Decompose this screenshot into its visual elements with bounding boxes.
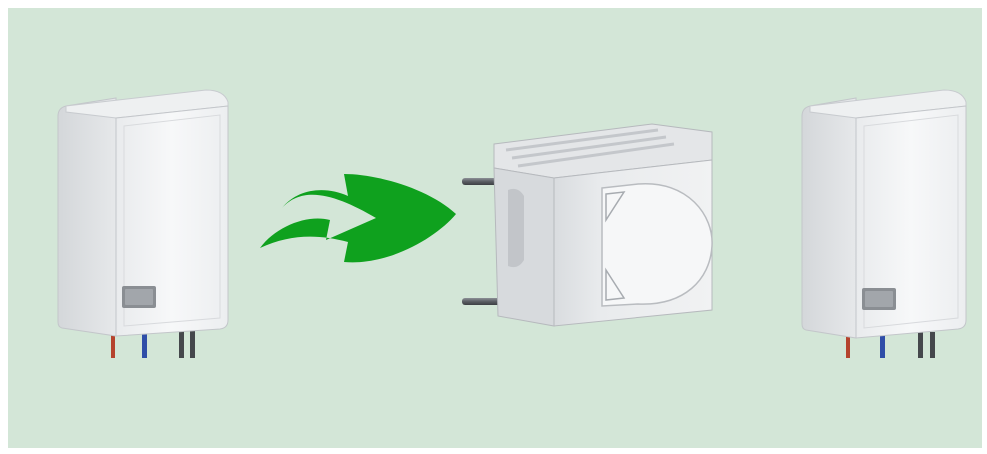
cold-pipe: [880, 332, 885, 358]
grey-pipe: [190, 328, 195, 358]
cold-pipe: [142, 328, 147, 358]
illustration-panel: [8, 8, 982, 448]
wall-water-heater-right: [801, 89, 967, 358]
grey-pipe: [179, 328, 184, 358]
heat-pump-illustration: [8, 8, 982, 448]
wall-water-heater-left: [57, 89, 229, 358]
green-leaf-arrow-icon: [260, 174, 456, 263]
hot-pipe: [846, 332, 850, 358]
hot-pipe: [111, 328, 115, 358]
grey-pipe: [918, 332, 923, 358]
grey-pipe: [930, 332, 935, 358]
fan-grille: [601, 183, 713, 307]
outdoor-heat-pump-unit: [462, 123, 713, 327]
